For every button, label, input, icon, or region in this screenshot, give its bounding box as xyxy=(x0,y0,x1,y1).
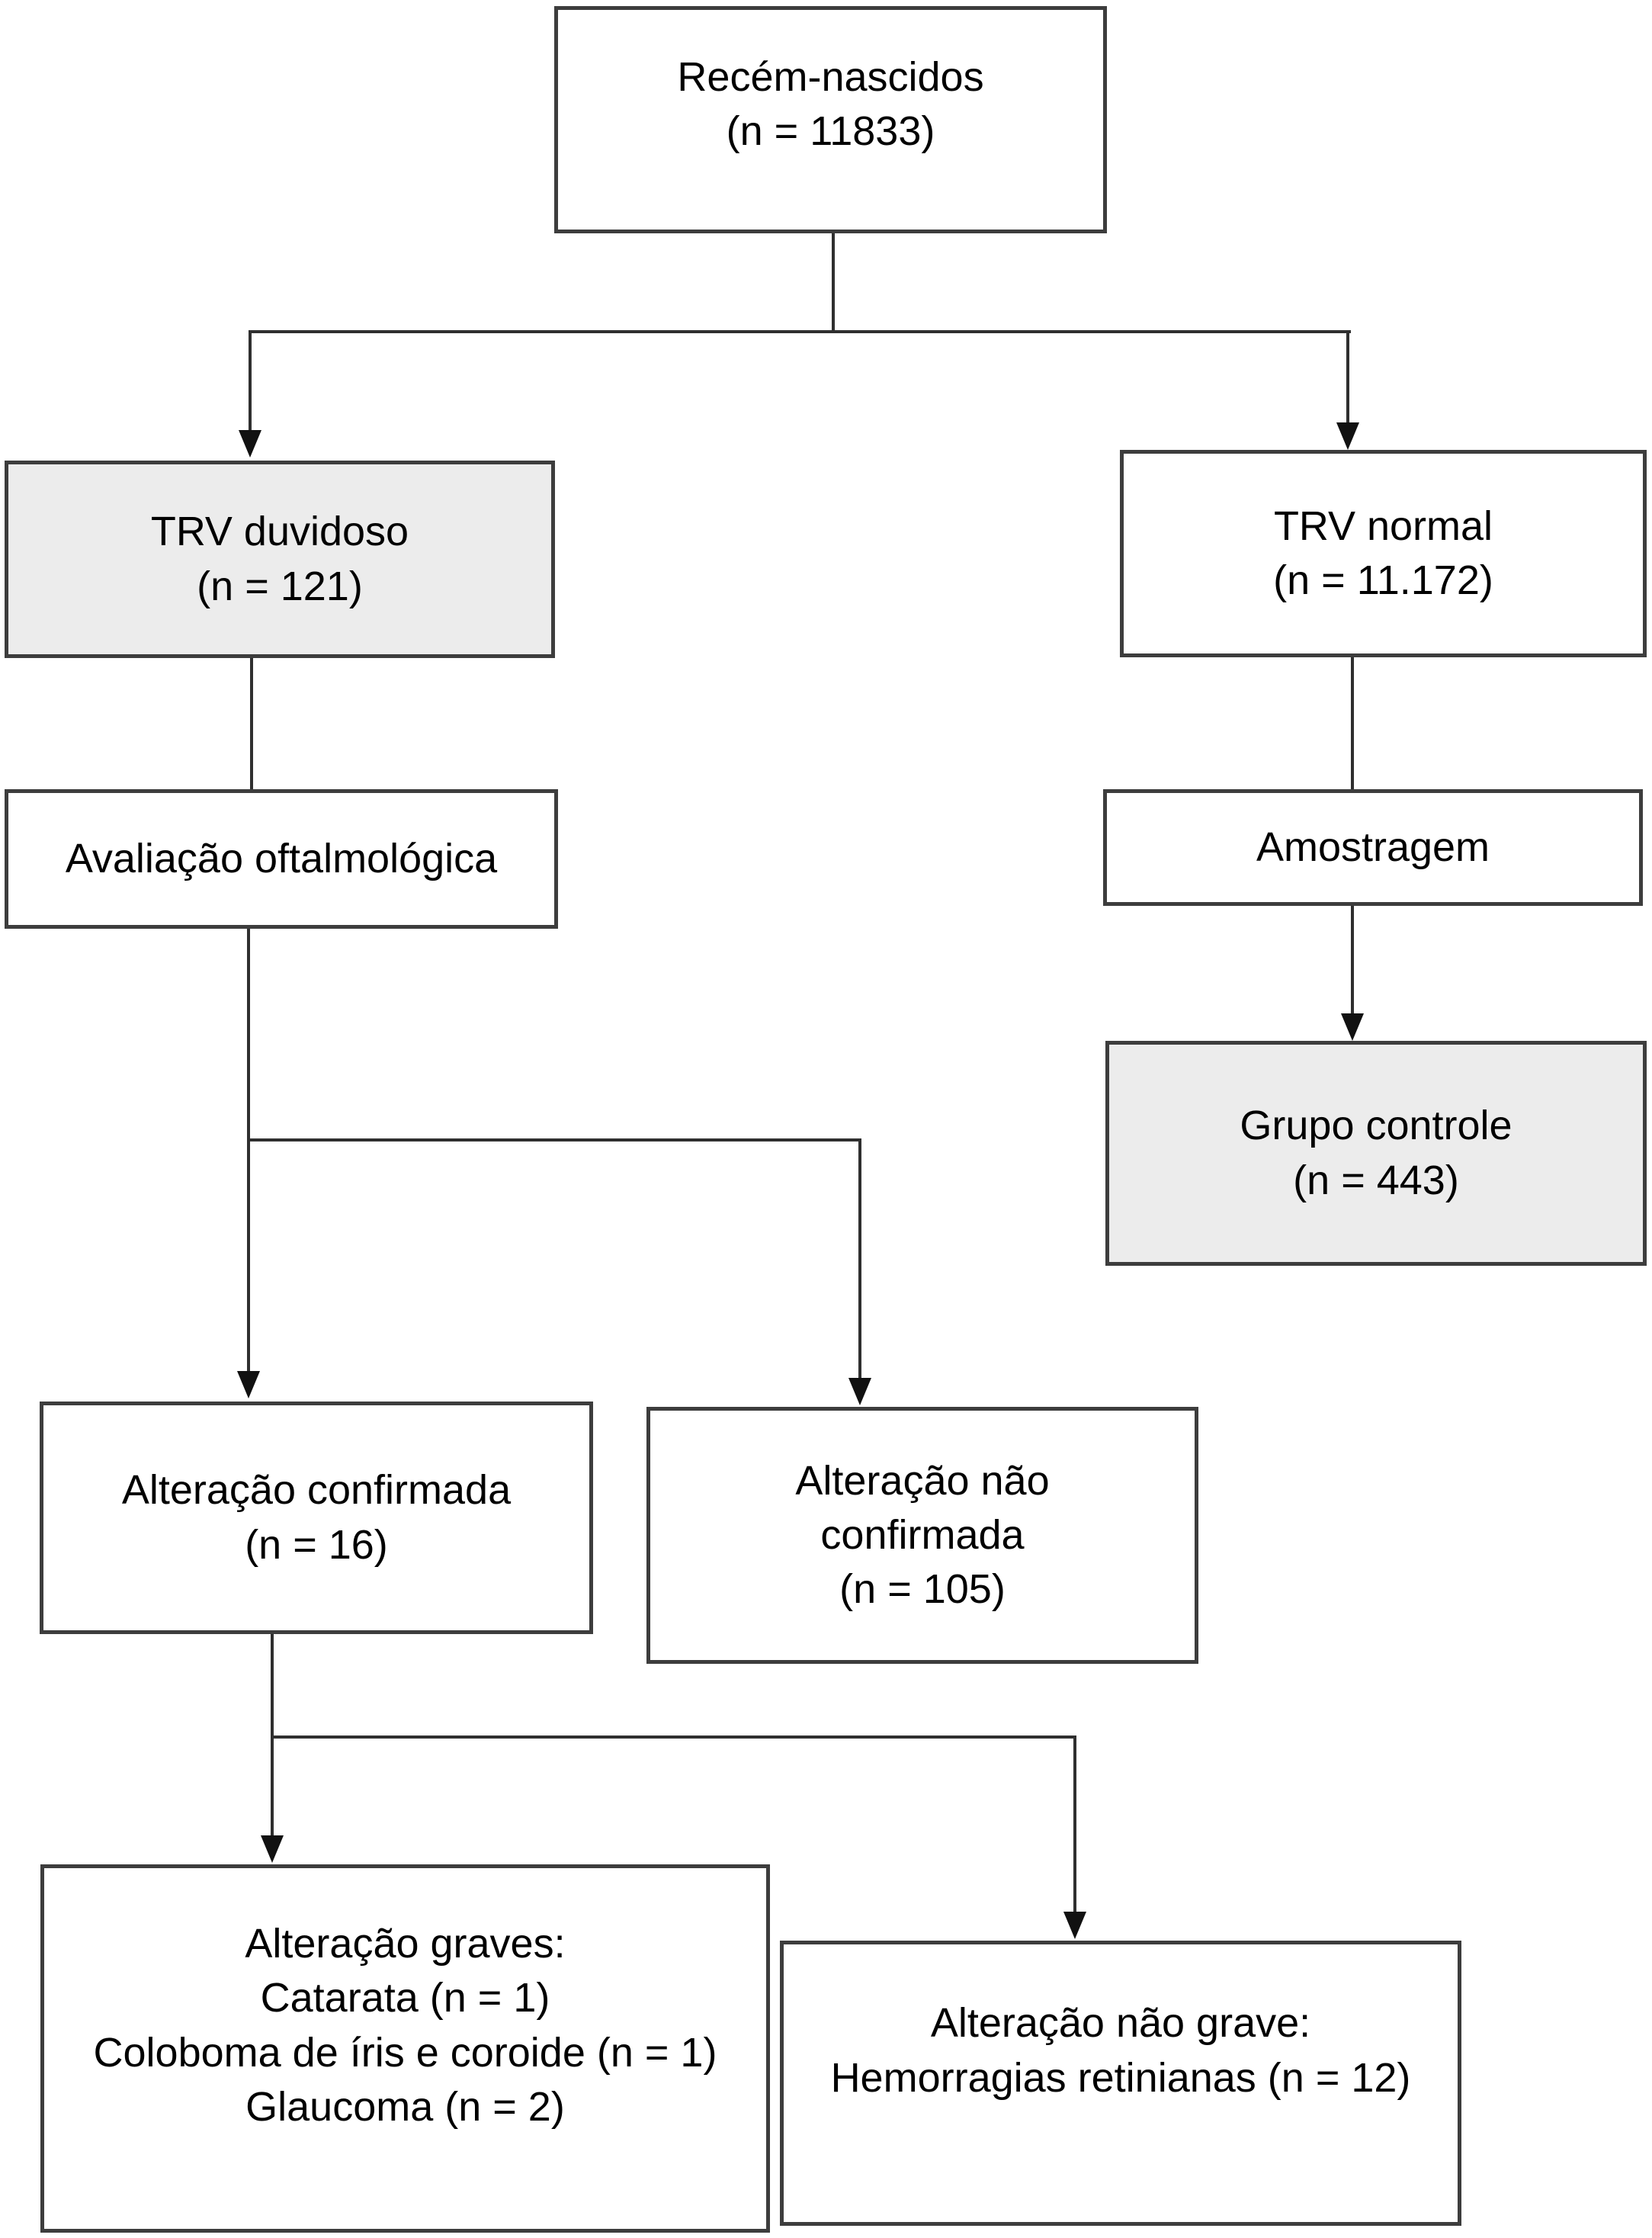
box-avaliacao-oftalmologica-label: Avaliação oftalmológica xyxy=(65,835,498,881)
connector-split-bottom xyxy=(271,1735,1076,1739)
connector-confirmada-drop xyxy=(271,1634,274,1737)
connector-to-confirmada xyxy=(247,1138,250,1371)
connector-split-mid xyxy=(247,1138,861,1141)
connector-duvidoso-to-avaliacao xyxy=(250,658,253,789)
connector-amostragem-to-grupo xyxy=(1351,906,1354,1013)
box-grupo-controle-label: Grupo controle (n = 443) xyxy=(1240,1103,1512,1203)
connector-avaliacao-drop xyxy=(247,929,250,1140)
box-alteracao-graves: Alteração graves: Catarata (n = 1) Colob… xyxy=(40,1864,770,2233)
box-trv-normal: TRV normal (n = 11.172) xyxy=(1120,450,1647,657)
connector-to-nao-grave xyxy=(1073,1735,1076,1912)
box-alteracao-nao-grave-label: Alteração não grave: Hemorragias retinia… xyxy=(830,2000,1411,2101)
box-grupo-controle: Grupo controle (n = 443) xyxy=(1105,1041,1647,1266)
arrowhead-trv-duvidoso-icon xyxy=(239,430,261,458)
connector-split-top xyxy=(249,330,1351,333)
connector-to-nao-confirmada xyxy=(858,1138,861,1378)
box-alteracao-nao-confirmada-label: Alteração não confirmada (n = 105) xyxy=(795,1457,1050,1613)
box-alteracao-nao-grave: Alteração não grave: Hemorragias retinia… xyxy=(780,1941,1461,2226)
arrowhead-nao-confirmada-icon xyxy=(848,1378,871,1405)
box-recem-nascidos-label: Recém-nascidos (n = 11833) xyxy=(677,53,984,154)
box-trv-normal-label: TRV normal (n = 11.172) xyxy=(1273,503,1493,603)
box-amostragem-label: Amostragem xyxy=(1256,824,1490,870)
box-alteracao-nao-confirmada: Alteração não confirmada (n = 105) xyxy=(646,1407,1198,1664)
box-alteracao-graves-label: Alteração graves: Catarata (n = 1) Colob… xyxy=(93,1920,717,2130)
box-recem-nascidos: Recém-nascidos (n = 11833) xyxy=(554,6,1107,233)
box-trv-duvidoso: TRV duvidoso (n = 121) xyxy=(5,461,555,658)
connector-to-graves xyxy=(271,1735,274,1835)
arrowhead-trv-normal-icon xyxy=(1336,422,1359,450)
box-amostragem: Amostragem xyxy=(1103,789,1643,906)
box-avaliacao-oftalmologica: Avaliação oftalmológica xyxy=(5,789,558,929)
connector-trunk-top xyxy=(832,233,835,332)
box-trv-duvidoso-label: TRV duvidoso (n = 121) xyxy=(150,509,409,609)
arrowhead-confirmada-icon xyxy=(237,1371,260,1398)
arrowhead-grupo-controle-icon xyxy=(1341,1013,1364,1041)
box-alteracao-confirmada-label: Alteração confirmada (n = 16) xyxy=(121,1467,512,1568)
connector-to-trv-duvidoso xyxy=(249,330,252,430)
box-alteracao-confirmada: Alteração confirmada (n = 16) xyxy=(40,1402,593,1634)
connector-to-trv-normal xyxy=(1346,330,1349,422)
arrowhead-graves-icon xyxy=(261,1835,284,1863)
connector-normal-to-amostragem xyxy=(1351,657,1354,789)
arrowhead-nao-grave-icon xyxy=(1063,1912,1086,1939)
